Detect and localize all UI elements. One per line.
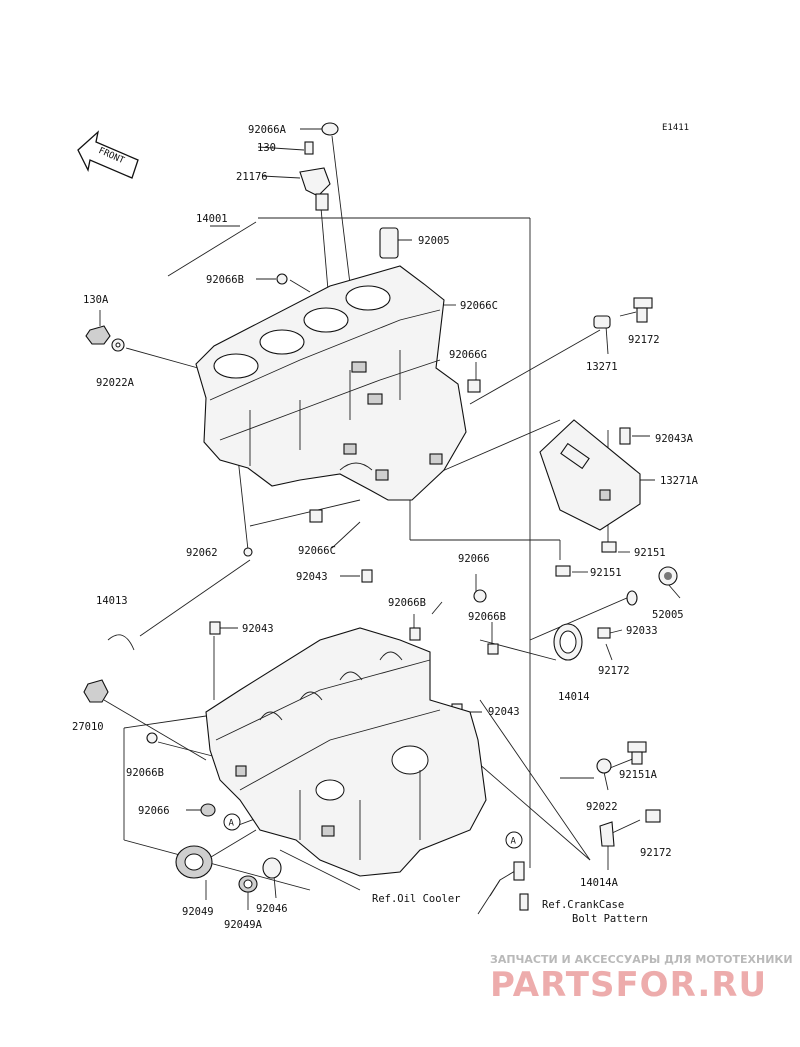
- cap-13271-icon: [593, 315, 611, 329]
- callout-92062: 92062: [186, 547, 218, 559]
- callout-92172-b: 92172: [598, 665, 630, 677]
- callout-92172-a: 92172: [628, 334, 660, 346]
- plug-92066b-d-icon: [146, 732, 158, 744]
- callout-92151a: 92151A: [619, 769, 658, 781]
- front-arrow-icon: FRONT: [77, 130, 139, 179]
- pin-92043a-icon: [619, 427, 631, 445]
- bolt-92172-a-shank-icon: [636, 307, 648, 323]
- bolt-92172-a-icon: [633, 297, 653, 309]
- plug-92066b-b-icon: [409, 627, 421, 641]
- sensor-21176-stem-icon: [315, 193, 329, 211]
- washer-92022-icon: [596, 758, 612, 774]
- callout-14014: 14014: [558, 691, 590, 703]
- watermark: ЗАПЧАСТИ И АКСЕССУАРЫ ДЛЯ МОТОТЕХНИКИ PA…: [490, 953, 793, 1005]
- callout-92066c-b: 92066C: [298, 545, 336, 557]
- callout-13271a: 13271A: [660, 475, 699, 487]
- plug-92066c-b-icon: [309, 509, 323, 523]
- marker-a-1: A: [223, 813, 241, 831]
- callout-92151-a: 92151: [634, 547, 666, 559]
- callout-92066b-c: 92066B: [468, 611, 506, 623]
- ref-crankcase-line1: Ref.CrankCase: [542, 899, 624, 911]
- callout-14013: 14013: [96, 595, 128, 607]
- marker-a-1-label: A: [229, 819, 235, 829]
- bearing-92046-icon: [262, 857, 282, 879]
- lower-crankcase: [205, 627, 487, 877]
- ring-92033-icon: [626, 590, 638, 606]
- callout-92046: 92046: [256, 903, 288, 915]
- plug-92066-b-icon: [200, 803, 216, 817]
- callout-92033: 92033: [626, 625, 658, 637]
- callout-92066-b: 92066: [138, 805, 170, 817]
- clip-14014a-icon: [599, 821, 615, 847]
- watermark-logo: PARTSFOR.RU: [490, 965, 767, 1005]
- callout-130: 130: [257, 142, 276, 154]
- callout-92022: 92022: [586, 801, 618, 813]
- bolt-130-icon: [304, 141, 314, 155]
- callout-92005: 92005: [418, 235, 450, 247]
- watermark-line1: ЗАПЧАСТИ И АКСЕССУАРЫ ДЛЯ МОТОТЕХНИКИ: [490, 953, 793, 966]
- upper-crankcase-14001: [195, 265, 467, 501]
- callout-92049a: 92049A: [224, 919, 263, 931]
- plug-92066-a-icon: [473, 589, 487, 603]
- callout-92151-b: 92151: [590, 567, 622, 579]
- callout-92066c-a: 92066C: [460, 300, 498, 312]
- dowel-92043-a-icon: [361, 569, 373, 583]
- callout-92066b-b: 92066B: [388, 597, 426, 609]
- callout-92172-c: 92172: [640, 847, 672, 859]
- callout-92043a: 92043A: [655, 433, 694, 445]
- callout-92043-b: 92043: [242, 623, 274, 635]
- plug-92066b-c-icon: [487, 643, 499, 655]
- callout-92066g: 92066G: [449, 349, 487, 361]
- callout-14014a: 14014A: [580, 877, 619, 889]
- bolt-92172-b-icon: [597, 627, 611, 639]
- crankcase-bolt-icon: [519, 893, 529, 911]
- pin-92062-icon: [243, 547, 253, 557]
- oil-cooler-fitting-icon: [513, 861, 525, 881]
- callout-92022a: 92022A: [96, 377, 135, 389]
- callout-92066b-a: 92066B: [206, 274, 244, 286]
- plug-92066a-icon: [321, 122, 339, 136]
- callout-92066b-d: 92066B: [126, 767, 164, 779]
- ref-crankcase-line2: Bolt Pattern: [572, 913, 648, 925]
- marker-a-2-label: A: [511, 837, 517, 847]
- callout-labels: 92066A 130 21176 14001 92005 92066B 9206…: [72, 124, 699, 931]
- clip-14013-icon: [107, 634, 135, 651]
- callout-27010: 27010: [72, 721, 104, 733]
- bolt-92172-c-icon: [645, 809, 661, 823]
- callout-13271: 13271: [586, 361, 618, 373]
- diagram-code: E1411: [662, 123, 689, 133]
- bolt-92151-a-icon: [601, 541, 617, 553]
- plug-92066g-icon: [467, 379, 481, 393]
- callout-14001: 14001: [196, 213, 228, 225]
- callout-92043-a: 92043: [296, 571, 328, 583]
- plug-92066b-icon: [276, 273, 288, 285]
- bolt-130a-icon: [85, 325, 111, 345]
- callout-92049: 92049: [182, 906, 214, 918]
- callout-21176: 21176: [236, 171, 268, 183]
- callout-52005: 52005: [652, 609, 684, 621]
- sensor-21176-icon: [299, 167, 331, 197]
- callout-92066-a: 92066: [458, 553, 490, 565]
- callout-92066a-top: 92066A: [248, 124, 287, 136]
- dowel-92043-b-icon: [209, 621, 221, 635]
- oil-cooler-pipe-icon: [477, 867, 521, 915]
- callout-92043-c: 92043: [488, 706, 520, 718]
- bolt-92151a-icon: [627, 741, 647, 753]
- small-parts: [83, 122, 678, 915]
- callout-130a: 130A: [83, 294, 109, 306]
- marker-a-2: A: [505, 831, 523, 849]
- bolt-92151-b-icon: [555, 565, 571, 577]
- ref-oil-cooler: Ref.Oil Cooler: [372, 893, 461, 905]
- fitting-92005-icon: [379, 227, 399, 259]
- switch-27010-icon: [83, 679, 109, 703]
